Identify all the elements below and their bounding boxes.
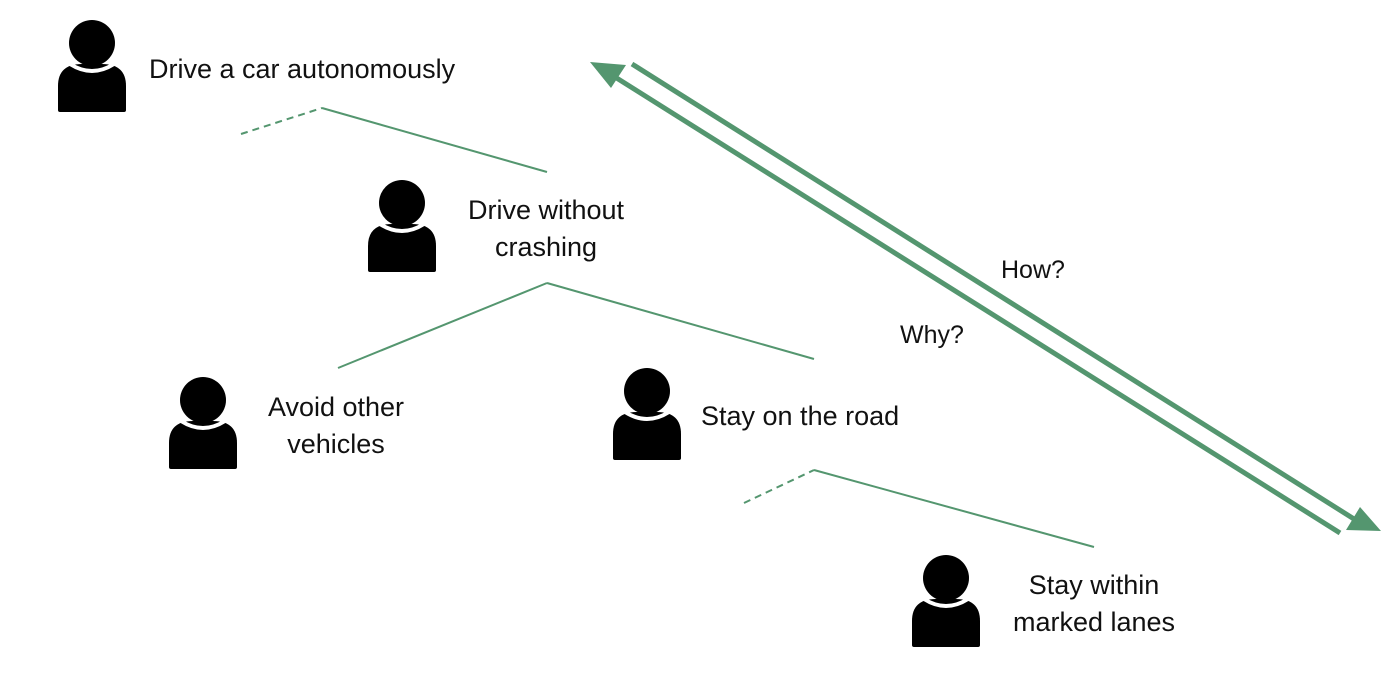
node-label-line1: Stay within bbox=[1028, 570, 1160, 600]
person-icon bbox=[910, 553, 982, 649]
how-arrow bbox=[630, 61, 1381, 531]
person-icon bbox=[56, 18, 128, 114]
node-label-line2: marked lanes bbox=[1012, 607, 1176, 637]
person-icon bbox=[366, 178, 438, 274]
node-label-line2: crashing bbox=[494, 232, 598, 262]
node-drive-autonomously-label: Drive a car autonomously bbox=[149, 51, 455, 88]
connector-crashing-to-children bbox=[337, 282, 815, 369]
node-stay-within-lanes-label: Stay within marked lanes bbox=[994, 567, 1194, 641]
connector-autonomous-to-crashing bbox=[240, 107, 548, 173]
node-label-line1: Avoid other bbox=[267, 392, 405, 422]
person-icon bbox=[611, 366, 683, 462]
node-label-line2: vehicles bbox=[287, 429, 385, 459]
node-label-text: Stay on the road bbox=[701, 401, 900, 431]
node-drive-without-crashing-label: Drive without crashing bbox=[446, 192, 646, 266]
node-avoid-other-vehicles-label: Avoid other vehicles bbox=[246, 389, 426, 463]
how-label: How? bbox=[1001, 256, 1065, 284]
person-icon bbox=[167, 375, 239, 471]
why-label: Why? bbox=[900, 321, 964, 349]
connector-road-to-lanes bbox=[743, 469, 1095, 548]
node-label-line1: Drive without bbox=[467, 195, 625, 225]
node-label-text: Drive a car autonomously bbox=[149, 54, 456, 84]
node-stay-on-road-label: Stay on the road bbox=[701, 398, 899, 435]
why-arrow bbox=[590, 62, 1342, 536]
